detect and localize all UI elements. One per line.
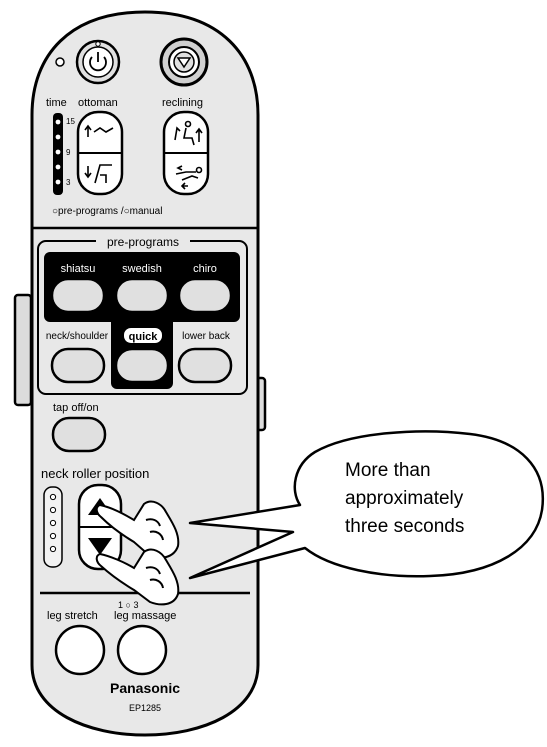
neck-roller-label: neck roller position — [41, 466, 149, 481]
brand-logo: Panasonic — [110, 680, 180, 696]
callout-line-1: More than — [345, 460, 431, 481]
ottoman-label: ottoman — [78, 97, 118, 109]
reclining-label: reclining — [162, 97, 203, 109]
neck-shoulder-button[interactable] — [52, 349, 104, 382]
stop-button[interactable] — [161, 39, 207, 85]
leg-stretch-label: leg stretch — [47, 610, 98, 622]
preprograms-title: pre-programs — [107, 235, 179, 249]
left-side-tab — [15, 295, 31, 405]
recline-down-button[interactable] — [168, 156, 204, 190]
ottoman-up-button[interactable] — [82, 116, 118, 150]
time-mark-3: 3 — [66, 178, 71, 187]
quick-button[interactable] — [116, 349, 168, 382]
leg-massage-button[interactable] — [118, 626, 166, 674]
tap-button[interactable] — [53, 418, 105, 451]
mode-caption: ○pre-programs /○manual — [52, 206, 162, 217]
tap-label: tap off/on — [53, 402, 99, 414]
neck-shoulder-label: neck/shoulder — [46, 331, 109, 342]
callout-line-2: approximately — [345, 488, 464, 509]
shiatsu-button[interactable] — [52, 279, 104, 312]
time-mark-15: 15 — [66, 117, 75, 126]
lower-back-button[interactable] — [179, 349, 231, 382]
indicator-light — [56, 58, 64, 66]
ottoman-rocker — [78, 112, 122, 194]
shiatsu-label: shiatsu — [61, 263, 96, 275]
leg-massage-label: leg massage — [114, 610, 176, 622]
leg-stretch-button[interactable] — [56, 626, 104, 674]
callout-line-3: three seconds — [345, 516, 464, 537]
time-label: time — [46, 97, 67, 109]
quick-label: quick — [129, 331, 159, 343]
lower-back-label: lower back — [182, 331, 231, 342]
leg-mode-marks: 1 ○ 3 — [118, 600, 138, 610]
ottoman-down-button[interactable] — [82, 156, 118, 190]
time-mark-9: 9 — [66, 148, 71, 157]
swedish-label: swedish — [122, 263, 162, 275]
power-indicator — [96, 42, 100, 46]
model-number: EP1285 — [129, 703, 161, 713]
recline-up-button[interactable] — [168, 116, 204, 150]
chiro-button[interactable] — [179, 279, 231, 312]
chiro-label: chiro — [193, 263, 217, 275]
reclining-rocker — [164, 112, 208, 194]
power-button[interactable] — [77, 41, 119, 83]
swedish-button[interactable] — [116, 279, 168, 312]
